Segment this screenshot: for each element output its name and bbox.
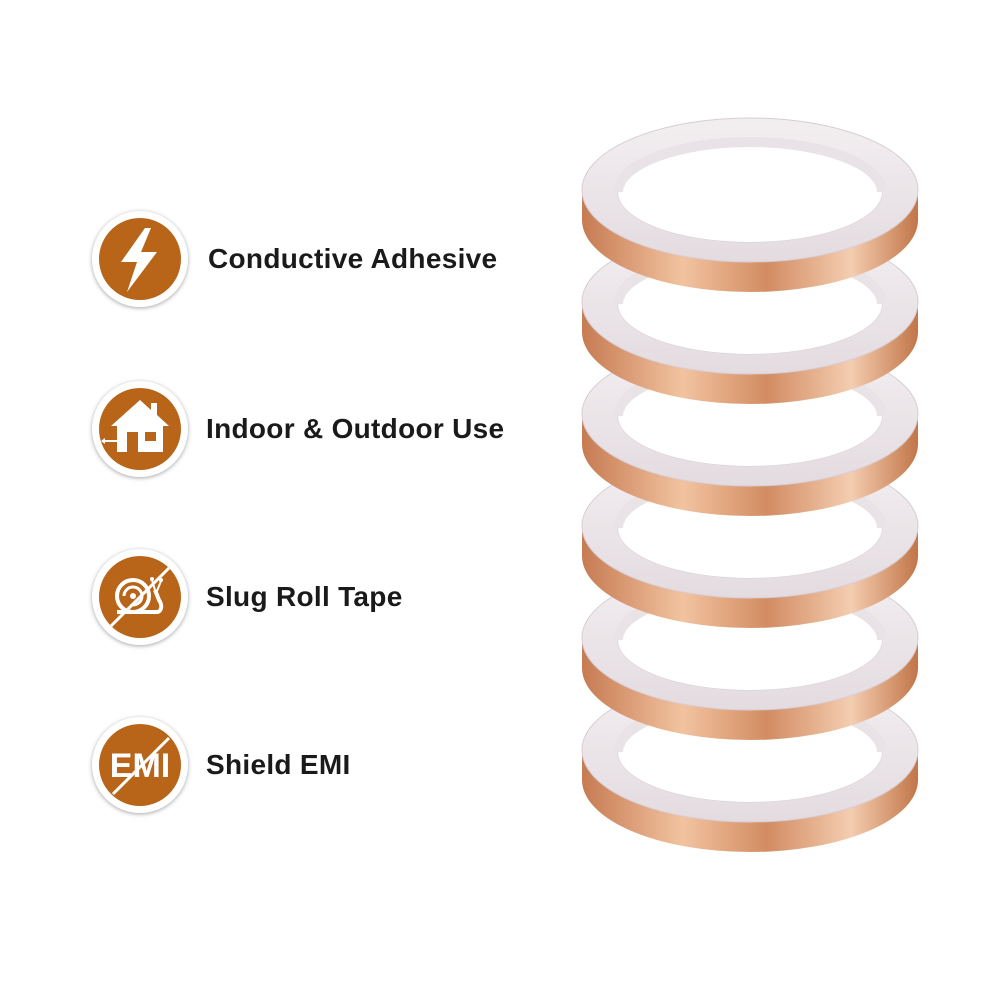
emi-prohibited-icon: EMI: [92, 717, 188, 813]
feature-conductive-adhesive: Conductive Adhesive: [92, 209, 562, 309]
tape-roll-copper-edge: [582, 302, 918, 404]
feature-label: Indoor & Outdoor Use: [206, 413, 505, 444]
feature-list: Conductive Adhesive Indoor & Outdoor Use: [92, 209, 562, 815]
copper-tape-rolls-stack: [560, 110, 940, 890]
tape-roll-copper-edge: [582, 526, 918, 628]
tape-roll-inner-wall: [613, 137, 887, 193]
snail-prohibited-icon: [92, 549, 188, 645]
feature-label: Slug Roll Tape: [206, 581, 403, 612]
feature-label: Conductive Adhesive: [208, 243, 498, 274]
feature-shield-emi: EMI Shield EMI: [92, 715, 562, 815]
feature-slug-roll-tape: Slug Roll Tape: [92, 547, 562, 647]
tape-roll: [581, 117, 919, 292]
tape-roll-copper-edge: [582, 750, 918, 852]
tape-roll-copper-edge: [582, 414, 918, 516]
feature-indoor-outdoor: Indoor & Outdoor Use: [92, 379, 562, 479]
tape-roll-copper-edge: [582, 190, 918, 292]
house-icon: [92, 381, 188, 477]
tape-roll-core: [618, 142, 882, 242]
lightning-bolt-icon: [92, 211, 188, 307]
tape-roll-copper-edge: [582, 638, 918, 740]
feature-label: Shield EMI: [206, 749, 351, 780]
